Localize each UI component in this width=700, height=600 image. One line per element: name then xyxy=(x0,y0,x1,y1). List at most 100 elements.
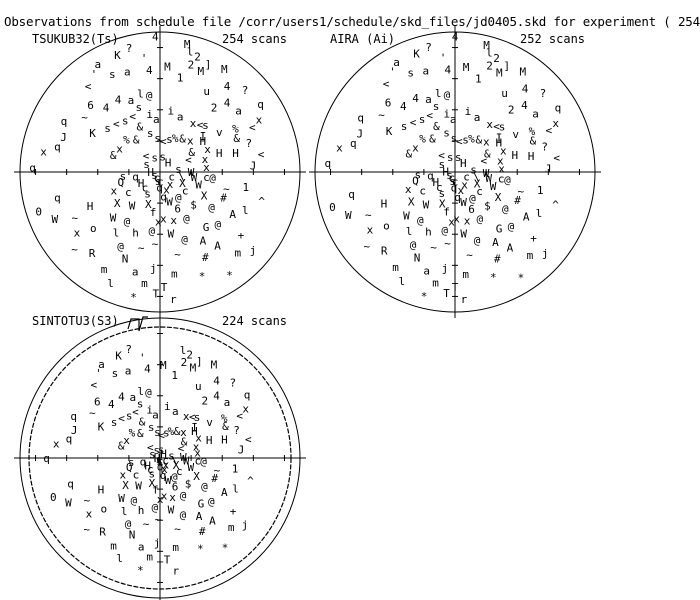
scan-point-sintotu3: l xyxy=(116,552,123,565)
scan-point-sintotu3: ? xyxy=(233,424,240,437)
scan-point-aira: c xyxy=(419,185,426,198)
scan-point-aira: J xyxy=(356,128,363,141)
scan-point-aira: < xyxy=(410,116,417,129)
scan-point-tsukub32: l xyxy=(187,45,194,58)
scan-point-tsukub32: K xyxy=(114,49,121,62)
scan-point-tsukub32: ? xyxy=(245,137,252,150)
scan-point-aira: @ xyxy=(502,203,509,216)
scan-point-tsukub32: M xyxy=(197,65,204,78)
scan-point-aira: X xyxy=(495,191,502,204)
scan-point-sintotu3: x xyxy=(242,403,249,416)
scan-point-aira: W xyxy=(345,209,352,222)
scan-point-sintotu3: m xyxy=(228,521,235,534)
scan-point-aira: # xyxy=(494,253,501,266)
scan-point-sintotu3: H xyxy=(98,483,105,496)
scan-point-tsukub32: ~ xyxy=(174,248,181,261)
scan-point-aira: @ xyxy=(441,224,448,237)
scan-point-aira: s xyxy=(433,100,440,113)
scan-point-tsukub32: T xyxy=(152,287,159,300)
scan-point-aira: 4 xyxy=(522,83,529,96)
scan-point-sintotu3: x xyxy=(162,459,169,472)
scan-point-sintotu3: ~ xyxy=(174,523,181,536)
scan-point-tsukub32: c xyxy=(142,182,149,195)
scan-point-tsukub32: s xyxy=(147,127,154,140)
page-title: Observations from schedule file /corr/us… xyxy=(4,14,700,29)
scan-point-aira: 2 xyxy=(486,60,493,73)
scan-point-sintotu3: j xyxy=(242,518,249,531)
scan-point-sintotu3: < xyxy=(90,378,97,391)
scan-point-aira: s xyxy=(446,169,453,182)
scan-point-tsukub32: W xyxy=(166,196,173,209)
scan-point-aira: % xyxy=(529,125,536,138)
scan-point-sintotu3: q xyxy=(43,452,50,465)
scan-point-sintotu3: W xyxy=(135,480,142,493)
scan-point-sintotu3: q xyxy=(244,389,251,402)
scan-point-sintotu3: ~ xyxy=(214,464,221,477)
scan-point-tsukub32: m xyxy=(141,277,148,290)
scan-point-tsukub32: 6 xyxy=(174,202,181,215)
scan-point-aira: T xyxy=(443,287,450,300)
scan-point-tsukub32: K xyxy=(89,127,96,140)
scan-point-sintotu3: < xyxy=(245,433,252,446)
scan-point-aira: s xyxy=(499,121,506,134)
scan-point-sintotu3: < xyxy=(236,410,243,423)
scan-point-tsukub32: q xyxy=(160,191,167,204)
scan-point-tsukub32: x xyxy=(116,143,123,156)
scan-point-tsukub32: q xyxy=(29,162,36,175)
scan-point-sintotu3: W xyxy=(187,461,194,474)
scan-point-aira: ~ xyxy=(378,109,385,122)
scan-point-aira: & xyxy=(405,147,412,160)
scan-point-aira: q xyxy=(350,137,357,150)
scan-point-sintotu3: J xyxy=(71,424,78,437)
scan-point-tsukub32: ? xyxy=(126,42,133,55)
scan-point-sintotu3: K xyxy=(115,349,122,362)
scan-point-tsukub32: s xyxy=(143,158,150,171)
scan-point-tsukub32: 2 xyxy=(194,51,201,64)
scan-point-aira: l xyxy=(398,275,405,288)
scan-point-tsukub32: x xyxy=(190,117,197,130)
scan-point-sintotu3: W xyxy=(180,451,187,464)
scan-point-aira: H xyxy=(432,176,439,189)
scan-point-aira: u xyxy=(501,87,508,100)
scan-point-aira: q xyxy=(348,188,355,201)
scan-point-tsukub32: c xyxy=(154,171,161,184)
scan-point-aira: x xyxy=(500,145,507,158)
scan-point-aira: X xyxy=(439,198,446,211)
scan-point-sintotu3: M xyxy=(190,362,197,375)
scan-point-tsukub32: a xyxy=(124,65,131,78)
scan-point-sintotu3: W xyxy=(118,492,125,505)
scan-point-aira: < xyxy=(480,154,487,167)
scan-point-aira: M xyxy=(463,61,470,74)
scan-point-sintotu3: @ xyxy=(125,517,132,530)
scan-point-tsukub32: r xyxy=(170,293,177,306)
scan-point-sintotu3: 4 xyxy=(118,390,125,403)
scan-point-sintotu3: @ xyxy=(201,480,208,493)
scan-point-tsukub32: s xyxy=(144,188,151,201)
scan-point-aira: J xyxy=(545,163,552,176)
scan-point-aira: @ xyxy=(469,192,476,205)
scan-point-aira: 2 xyxy=(493,52,500,65)
scan-point-sintotu3: % xyxy=(221,412,228,425)
scan-point-tsukub32: @ xyxy=(146,89,153,102)
scan-point-tsukub32: X xyxy=(145,198,152,211)
scan-point-tsukub32: 4 xyxy=(224,97,231,110)
scan-point-aira: < xyxy=(438,149,445,162)
scan-point-sintotu3: 2 xyxy=(201,395,208,408)
scan-point-tsukub32: c xyxy=(203,171,210,184)
scan-point-aira: o xyxy=(383,220,390,233)
scan-point-sintotu3: a xyxy=(98,358,105,371)
scan-point-tsukub32: & xyxy=(233,132,240,145)
scan-point-tsukub32: A xyxy=(229,208,236,221)
scan-point-aira: q xyxy=(454,191,461,204)
scan-point-tsukub32: x xyxy=(155,216,162,229)
scan-point-aira: s xyxy=(470,163,477,176)
scan-point-tsukub32: % xyxy=(232,122,239,135)
scan-point-tsukub32: s xyxy=(151,169,158,182)
scan-count-sintotu3: 224 scans xyxy=(222,314,288,328)
scan-point-sintotu3: q xyxy=(70,410,77,423)
scan-point-sintotu3: & xyxy=(118,439,125,452)
scan-point-tsukub32: < xyxy=(129,110,136,123)
scan-point-tsukub32: < xyxy=(113,117,120,130)
scan-point-tsukub32: W xyxy=(188,166,195,179)
scan-point-aira: H xyxy=(511,149,518,162)
